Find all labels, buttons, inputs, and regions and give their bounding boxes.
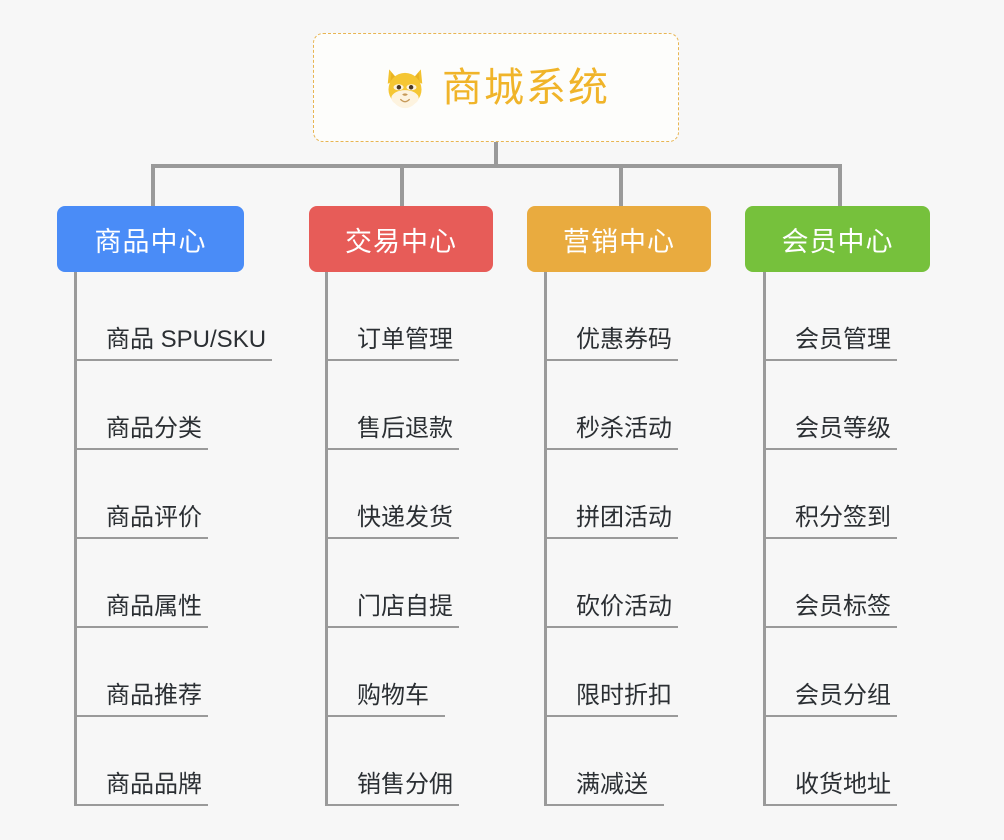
leaf-item-label: 销售分佣 <box>357 771 453 799</box>
leaf-item[interactable]: 商品属性 <box>74 539 208 628</box>
leaf-item[interactable]: 会员标签 <box>763 539 897 628</box>
branch-header-trade-center[interactable]: 交易中心 <box>309 206 493 272</box>
branch-trunk-line <box>763 272 766 806</box>
leaf-item-label: 会员分组 <box>795 682 891 710</box>
leaf-item[interactable]: 商品分类 <box>74 361 208 450</box>
branch-header-label: 交易中心 <box>345 226 457 257</box>
leaf-item-label: 收货地址 <box>795 771 891 799</box>
leaf-item[interactable]: 秒杀活动 <box>544 361 678 450</box>
leaf-item[interactable]: 商品品牌 <box>74 717 208 806</box>
leaf-item-label: 商品评价 <box>106 504 202 532</box>
leaf-item[interactable]: 满减送 <box>544 717 664 806</box>
leaf-item[interactable]: 订单管理 <box>325 272 459 361</box>
leaf-item-label: 订单管理 <box>357 326 453 354</box>
leaf-item-label: 积分签到 <box>795 504 891 532</box>
leaf-item-label: 砍价活动 <box>576 593 672 621</box>
connector-root-stem <box>494 142 498 168</box>
leaf-item[interactable]: 限时折扣 <box>544 628 678 717</box>
leaf-item[interactable]: 门店自提 <box>325 539 459 628</box>
leaf-item[interactable]: 会员管理 <box>763 272 897 361</box>
leaf-item[interactable]: 购物车 <box>325 628 445 717</box>
leaf-item-label: 商品分类 <box>106 415 202 443</box>
leaf-item-label: 商品品牌 <box>106 771 202 799</box>
connector-drop-1 <box>151 164 155 206</box>
leaf-item[interactable]: 会员等级 <box>763 361 897 450</box>
leaf-item-label: 购物车 <box>357 682 429 710</box>
dog-face-icon <box>382 65 428 111</box>
leaf-item-label: 快递发货 <box>357 504 453 532</box>
branch-trunk-line <box>74 272 77 806</box>
branch-header-label: 营销中心 <box>563 226 675 257</box>
leaf-item-label: 商品属性 <box>106 593 202 621</box>
root-title: 商城系统 <box>442 65 610 110</box>
leaf-item[interactable]: 拼团活动 <box>544 450 678 539</box>
leaf-item-label: 满减送 <box>576 771 648 799</box>
leaf-item[interactable]: 收货地址 <box>763 717 897 806</box>
leaf-item[interactable]: 积分签到 <box>763 450 897 539</box>
leaf-item[interactable]: 快递发货 <box>325 450 459 539</box>
leaf-item[interactable]: 售后退款 <box>325 361 459 450</box>
connector-drop-2 <box>400 164 404 206</box>
connector-drop-3 <box>619 164 623 206</box>
leaf-item[interactable]: 会员分组 <box>763 628 897 717</box>
branch-header-product-center[interactable]: 商品中心 <box>57 206 244 272</box>
leaf-item-label: 会员等级 <box>795 415 891 443</box>
leaf-item[interactable]: 优惠券码 <box>544 272 678 361</box>
branch-header-member-center[interactable]: 会员中心 <box>745 206 930 272</box>
branch-header-label: 商品中心 <box>94 226 207 257</box>
branch-header-label: 会员中心 <box>781 226 894 257</box>
leaf-item[interactable]: 砍价活动 <box>544 539 678 628</box>
leaf-item-label: 会员标签 <box>795 593 891 621</box>
leaf-item-label: 优惠券码 <box>576 326 672 354</box>
leaf-item-label: 门店自提 <box>357 593 453 621</box>
leaf-item-label: 售后退款 <box>357 415 453 443</box>
leaf-item[interactable]: 商品 SPU/SKU <box>74 272 273 361</box>
leaf-item-label: 商品 SPU/SKU <box>106 326 267 354</box>
root-node[interactable]: 商城系统 <box>313 33 679 142</box>
leaf-item[interactable]: 商品推荐 <box>74 628 208 717</box>
connector-drop-4 <box>838 164 842 206</box>
branch-header-marketing-center[interactable]: 营销中心 <box>527 206 711 272</box>
leaf-item[interactable]: 销售分佣 <box>325 717 459 806</box>
leaf-item-label: 拼团活动 <box>576 504 672 532</box>
leaf-item-label: 商品推荐 <box>106 682 202 710</box>
connector-horizontal-bus <box>151 164 841 168</box>
leaf-item-label: 秒杀活动 <box>576 415 672 443</box>
branch-trunk-line <box>325 272 328 806</box>
leaf-item-label: 会员管理 <box>795 326 891 354</box>
leaf-item-label: 限时折扣 <box>576 682 672 710</box>
leaf-item[interactable]: 商品评价 <box>74 450 208 539</box>
branch-trunk-line <box>544 272 547 806</box>
